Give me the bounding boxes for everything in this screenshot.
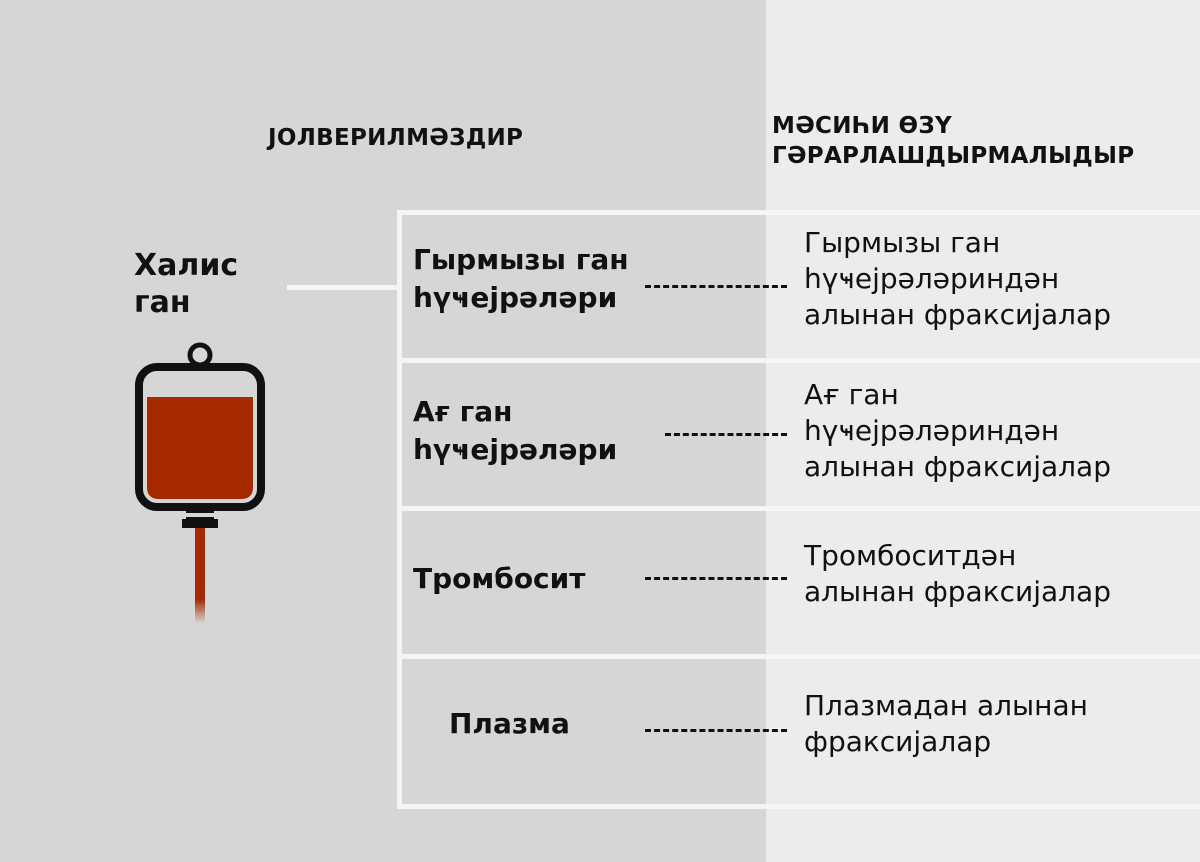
component-name-platelets: Тромбосит (413, 560, 586, 598)
fraction-text-platelets: Тромбоситдән алынан фраксијалар (804, 538, 1111, 610)
dashed-connector (645, 577, 787, 580)
dashed-connector (645, 285, 787, 288)
whole-blood-line2: ган (134, 285, 191, 320)
whole-blood-label: Халис ган (134, 247, 284, 321)
component-name-line: Ағ ган (413, 395, 513, 428)
row-white-blood-cells (397, 363, 1200, 511)
fraction-line: Тромбоситдән (804, 539, 1017, 572)
dashed-connector (645, 729, 787, 732)
fraction-line: Гырмызы ган (804, 226, 1001, 259)
fraction-text-red-cells: Гырмызы ган һүҹејрәләриндән алынан фракс… (804, 225, 1111, 333)
left-panel-background (0, 0, 766, 862)
fraction-text-plasma: Плазмадан алынан фраксијалар (804, 688, 1088, 760)
personal-decision-header-line1: МӘСИҺИ ӨЗҮ (772, 113, 952, 139)
component-name-line: Гырмызы ган (413, 243, 629, 276)
component-name-red-cells: Гырмызы ган һүҹејрәләри (413, 241, 629, 317)
fraction-line: һүҹејрәләриндән (804, 262, 1060, 295)
fraction-line: һүҹејрәләриндән (804, 414, 1060, 447)
personal-decision-header-line2: ГӘРАРЛАШДЫРМАЛЫДЫР (772, 143, 1135, 169)
fraction-line: Ағ ган (804, 378, 899, 411)
right-panel-background (766, 0, 1200, 862)
component-name-line: Плазма (449, 707, 570, 740)
row-plasma (397, 659, 1200, 809)
fraction-line: фраксијалар (804, 725, 992, 758)
dashed-connector (665, 433, 787, 436)
component-name-white-cells: Ағ ган һүҹејрәләри (413, 393, 617, 469)
fraction-line: алынан фраксијалар (804, 298, 1111, 331)
fraction-line: Плазмадан алынан (804, 689, 1088, 722)
component-name-line: Тромбосит (413, 562, 586, 595)
row-platelets (397, 511, 1200, 659)
component-name-line: һүҹејрәләри (413, 281, 618, 314)
fraction-line: алынан фраксијалар (804, 450, 1111, 483)
row-red-blood-cells (397, 210, 1200, 363)
whole-blood-line1: Халис (134, 248, 239, 283)
blood-bag-icon (130, 342, 270, 631)
component-name-plasma: Плазма (449, 705, 570, 743)
whole-blood-connector (287, 285, 399, 290)
fraction-line: алынан фраксијалар (804, 575, 1111, 608)
personal-decision-header: МӘСИҺИ ӨЗҮ ГӘРАРЛАШДЫРМАЛЫДЫР (772, 111, 1134, 171)
not-acceptable-header: ЈОЛВЕРИЛМӘЗДИР (268, 125, 524, 151)
fraction-text-white-cells: Ағ ган һүҹејрәләриндән алынан фраксијала… (804, 377, 1111, 485)
component-name-line: һүҹејрәләри (413, 433, 618, 466)
